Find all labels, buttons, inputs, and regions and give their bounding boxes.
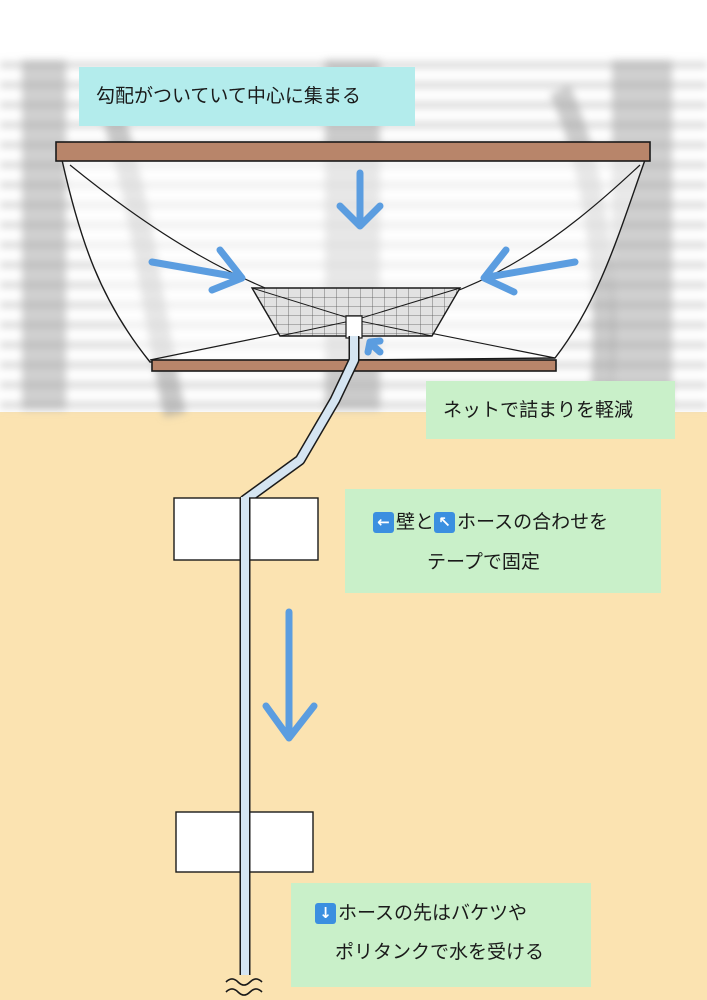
label-hose-line1-text: ホースの先はバケツや (338, 902, 528, 924)
label-net: ネットで詰まりを軽減 (426, 381, 675, 439)
label-tape-line1a: 壁と (396, 511, 435, 533)
label-slope-text: 勾配がついていて中心に集まる (96, 85, 361, 107)
label-tape-line2: テープで固定 (427, 551, 540, 573)
label-tape-line1: ← 壁と ↖ ホースの合わせを (373, 512, 608, 533)
arrow-into-drain (364, 337, 384, 356)
hose-break-mark (225, 978, 263, 996)
label-slope: 勾配がついていて中心に集まる (79, 67, 415, 126)
flow-arrows (148, 169, 579, 742)
arrow-down-wall (262, 608, 318, 742)
arrow-down-top (336, 169, 384, 230)
drain-fitting (345, 315, 363, 339)
frame-top (55, 141, 651, 162)
arrow-left-icon: ← (373, 512, 394, 533)
arrow-from-left (148, 246, 246, 294)
label-net-text: ネットで詰まりを軽減 (443, 398, 634, 421)
label-hose: ↓ ホースの先はバケツや ポリタンクで水を受ける (291, 883, 591, 987)
arrow-from-right (480, 246, 579, 296)
label-tape-line1b: ホースの合わせを (457, 511, 609, 533)
label-hose-line1: ↓ ホースの先はバケツや (315, 903, 527, 924)
label-tape: ← 壁と ↖ ホースの合わせを テープで固定 (345, 489, 661, 593)
arrow-down-icon: ↓ (315, 903, 336, 924)
arrow-upleft-icon: ↖ (434, 512, 456, 533)
label-hose-line2: ポリタンクで水を受ける (335, 941, 545, 963)
